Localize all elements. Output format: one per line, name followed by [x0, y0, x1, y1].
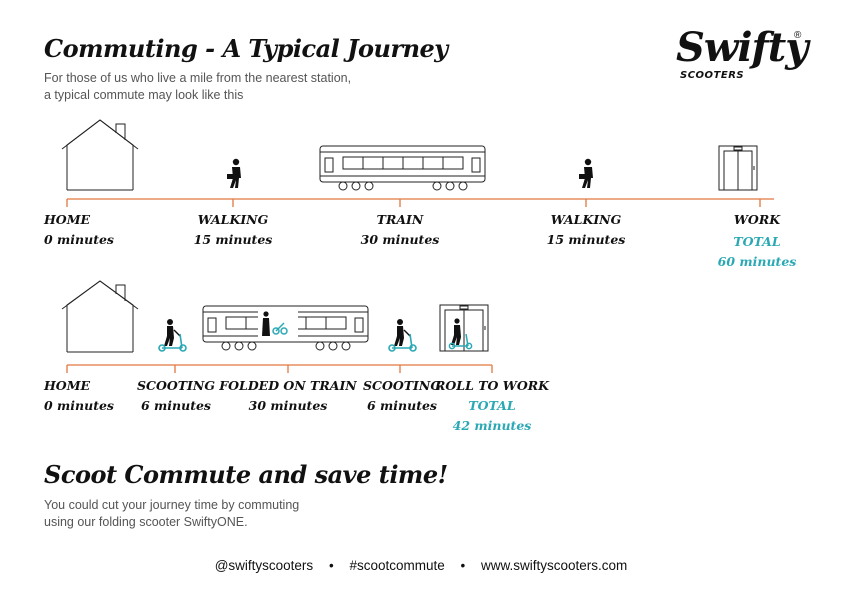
stage-label: TRAIN 30 minutes — [361, 210, 440, 250]
logo-word: Swifty — [676, 24, 808, 71]
stage-time: 30 minutes — [360, 232, 440, 247]
total-time: 60 minutes — [717, 254, 797, 269]
stage-time: 6 minutes — [141, 398, 211, 413]
house-icon — [61, 119, 139, 191]
stage-label: SCOOTING 6 minutes — [363, 376, 441, 416]
stage-time: 15 minutes — [546, 232, 626, 247]
stage-label: FOLDED ON TRAIN 30 minutes — [219, 376, 356, 416]
footer: @swiftyscooters • #scootcommute • www.sw… — [0, 558, 842, 573]
cta-body-line-2: using our folding scooter SwiftyONE. — [44, 515, 248, 529]
stage-time: 15 minutes — [193, 232, 273, 247]
cta-heading: Scoot Commute and save time! — [44, 460, 448, 489]
stage-time: 0 minutes — [44, 398, 114, 413]
scooter-rider-icon — [388, 319, 417, 352]
total-label: TOTAL — [733, 234, 781, 249]
stage-time: 6 minutes — [367, 398, 437, 413]
walking-person-icon — [227, 158, 241, 188]
stage-time: 0 minutes — [44, 232, 114, 247]
subtitle-line-1: For those of us who live a mile from the… — [44, 71, 352, 85]
timeline-2-line — [66, 364, 493, 373]
stage-label: WALKING 15 minutes — [547, 210, 626, 250]
stage-name: ROLL TO WORK — [435, 378, 549, 393]
stage-name: WALKING — [197, 212, 269, 227]
stage-name: WALKING — [550, 212, 622, 227]
stage-name: TRAIN — [376, 212, 424, 227]
page-title: Commuting - A Typical Journey — [44, 34, 448, 63]
stage-label: ROLL TO WORK TOTAL 42 minutes — [435, 376, 549, 436]
stage-label: WALKING 15 minutes — [194, 210, 273, 250]
cta-body-line-1: You could cut your journey time by commu… — [44, 498, 300, 512]
walking-person-icon — [579, 158, 593, 188]
house-icon — [61, 280, 139, 353]
office-door-icon — [439, 304, 489, 352]
logo-registered-mark: ® — [794, 30, 802, 41]
subtitle-line-2: a typical commute may look like this — [44, 88, 244, 102]
stage-time: 30 minutes — [248, 398, 328, 413]
cta-body: You could cut your journey time by commu… — [44, 497, 364, 531]
stage-label: SCOOTING 6 minutes — [137, 376, 215, 416]
office-door-icon — [718, 145, 758, 191]
scooter-rider-icon — [158, 319, 187, 352]
website-link[interactable]: www.swiftyscooters.com — [481, 558, 628, 573]
footer-separator: • — [460, 558, 466, 573]
page-subtitle: For those of us who live a mile from the… — [44, 70, 384, 104]
stage-name: HOME — [44, 378, 91, 393]
train-icon — [319, 145, 486, 191]
logo-tagline: SCOOTERS — [680, 70, 745, 81]
footer-separator: • — [328, 558, 334, 573]
timeline-1-line — [66, 198, 774, 207]
folded-scooter-icon — [258, 309, 298, 337]
total-time: 42 minutes — [452, 418, 532, 433]
stage-name: HOME — [44, 212, 91, 227]
stage-name: SCOOTING — [362, 378, 442, 393]
swifty-logo: Swifty ® SCOOTERS — [672, 24, 812, 94]
stage-label: HOME 0 minutes — [44, 210, 114, 250]
scooter-rider-icon — [448, 318, 473, 350]
twitter-handle[interactable]: @swiftyscooters — [214, 558, 314, 573]
stage-label: WORK TOTAL 60 minutes — [718, 210, 797, 272]
stage-label: HOME 0 minutes — [44, 376, 114, 416]
stage-name: FOLDED ON TRAIN — [219, 378, 357, 393]
total-label: TOTAL — [468, 398, 516, 413]
hashtag[interactable]: #scootcommute — [349, 558, 445, 573]
stage-name: WORK — [733, 212, 781, 227]
stage-name: SCOOTING — [136, 378, 216, 393]
